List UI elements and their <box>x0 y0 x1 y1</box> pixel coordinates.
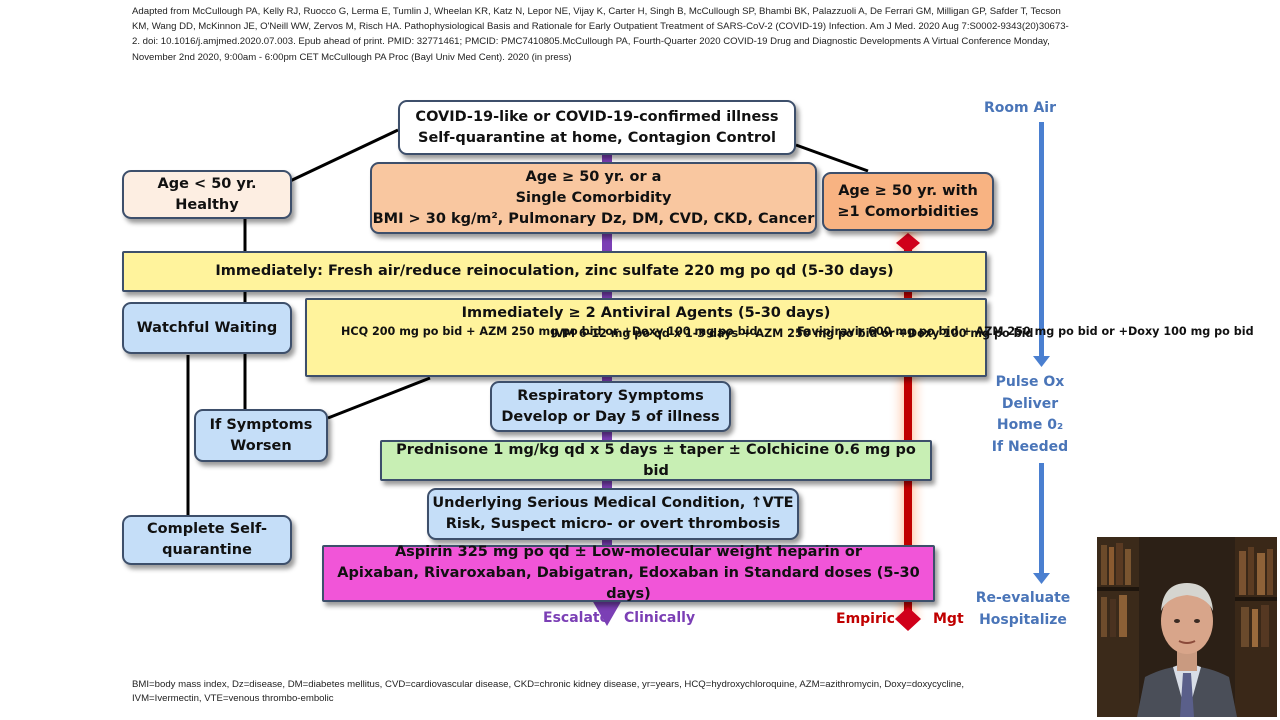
side-pulse-ox-line3: Home 0₂ <box>996 417 1064 433</box>
citation-text: Adapted from McCullough PA, Kelly RJ, Ru… <box>132 6 1069 63</box>
box-immediately-zinc-text: Immediately: Fresh air/reduce reinoculat… <box>215 263 894 279</box>
box-if-symptoms-worsen-line1: If Symptoms <box>209 416 313 433</box>
side-pulse-ox: Pulse Ox Deliver Home 0₂ If Needed <box>975 372 1085 458</box>
antiviral-ivm-regimen: IVM 6-12 mg po qd x 1-3 days + AZM 250 m… <box>551 326 1033 343</box>
side-pulse-ox-line1: Pulse Ox <box>995 374 1065 390</box>
box-covid-illness-line2: Self-quarantine at home, Contagion Contr… <box>418 129 776 146</box>
box-single-comorbidity-line2: Single Comorbidity <box>515 189 672 206</box>
side-arrow-shaft-1 <box>1039 122 1044 358</box>
box-if-symptoms-worsen: If Symptoms Worsen <box>194 409 328 462</box>
box-watchful-waiting-text: Watchful Waiting <box>136 319 278 336</box>
box-respiratory-symptoms: Respiratory Symptoms Develop or Day 5 of… <box>490 381 731 432</box>
side-reevaluate-line2: Hospitalize <box>979 611 1067 628</box>
side-reevaluate: Re-evaluate Hospitalize <box>972 588 1074 631</box>
antiviral-favipiravir-regimen: Favipiravir 600 mg po bid + AZM 250 mg p… <box>797 324 1254 341</box>
box-single-comorbidity-line3: BMI > 30 kg/m², Pulmonary Dz, DM, CVD, C… <box>372 210 815 227</box>
box-underlying-condition-line1: Underlying Serious Medical Condition, ↑V… <box>432 495 794 511</box>
box-respiratory-symptoms-line2: Develop or Day 5 of illness <box>501 408 720 425</box>
hcq-line1: HCQ 200 mg po bid <box>341 325 463 338</box>
escalate-arrowhead <box>592 600 622 626</box>
box-multi-comorbidities: Age ≥ 50 yr. with ≥1 Comorbidities <box>822 172 994 231</box>
connector-top-multi <box>795 143 869 173</box>
side-arrowhead-1 <box>1033 356 1050 367</box>
ivm-line1: IVM 6-12 mg po qd x 1-3 days <box>551 327 739 340</box>
side-pulse-ox-line4: If Needed <box>991 438 1069 455</box>
footnote-abbreviations: BMI=body mass index, Dz=disease, DM=diab… <box>132 679 965 705</box>
box-prednisone-text: Prednisone 1 mg/kg qd x 5 days ± taper ±… <box>396 441 916 479</box>
side-reevaluate-line1: Re-evaluate <box>975 590 1071 606</box>
empiric-arrow-shaft <box>904 245 912 613</box>
side-arrowhead-2 <box>1033 573 1050 584</box>
box-respiratory-symptoms-line1: Respiratory Symptoms <box>517 387 704 404</box>
box-aspirin-anticoagulation: Aspirin 325 mg po qd ± Low-molecular wei… <box>322 544 935 602</box>
box-multi-comorbidities-line2: ≥1 Comorbidities <box>837 203 979 220</box>
box-aspirin-line2: Apixaban, Rivaroxaban, Dabigatran, Edoxa… <box>337 565 920 602</box>
favipiravir-line1: Favipiravir 600 mg po bid <box>797 325 959 338</box>
box-single-comorbidity: Age ≥ 50 yr. or a Single Comorbidity BMI… <box>370 162 817 234</box>
empiric-diamond-top <box>896 233 920 253</box>
connector-worsen-respiratory <box>327 376 431 420</box>
box-prednisone: Prednisone 1 mg/kg qd x 5 days ± taper ±… <box>380 440 932 481</box>
label-empiric: Empiric <box>836 611 895 627</box>
box-multi-comorbidities-line1: Age ≥ 50 yr. with <box>838 182 978 199</box>
box-antiviral-agents-title: Immediately ≥ 2 Antiviral Agents (5-30 d… <box>461 305 831 321</box>
hcq-line2: + AZM 250 mg po bid or <box>466 325 619 338</box>
label-escalate: Escalate <box>543 610 610 626</box>
box-aspirin-line1: Aspirin 325 mg po qd ± Low-molecular wei… <box>394 544 863 560</box>
box-antiviral-agents: Immediately ≥ 2 Antiviral Agents (5-30 d… <box>305 298 987 377</box>
connector-top-young <box>287 128 399 184</box>
box-age-under-50-line1: Age < 50 yr. <box>157 175 257 192</box>
side-arrow-shaft-2 <box>1039 463 1044 575</box>
box-underlying-condition: Underlying Serious Medical Condition, ↑V… <box>427 488 799 540</box>
box-if-symptoms-worsen-line2: Worsen <box>230 437 292 454</box>
box-covid-illness: COVID-19-like or COVID-19-confirmed illn… <box>398 100 796 155</box>
box-age-under-50: Age < 50 yr. Healthy <box>122 170 292 219</box>
box-single-comorbidity-line1: Age ≥ 50 yr. or a <box>525 168 662 185</box>
presenter-video-image <box>1097 537 1277 717</box>
box-age-under-50-line2: Healthy <box>175 196 239 213</box>
ivm-line3: +Doxy 100 mg po bid <box>898 327 1034 340</box>
label-mgt: Mgt <box>933 611 964 627</box>
box-covid-illness-line1: COVID-19-like or COVID-19-confirmed illn… <box>415 108 779 125</box>
antiviral-hcq-regimen: HCQ 200 mg po bid + AZM 250 mg po bid or… <box>341 324 757 341</box>
side-room-air: Room Air <box>983 100 1057 116</box>
box-watchful-waiting: Watchful Waiting <box>122 302 292 354</box>
hcq-line3: +Doxy 100 mg po bid <box>622 325 758 338</box>
box-complete-self-quarantine: Complete Self- quarantine <box>122 515 292 565</box>
box-immediately-zinc: Immediately: Fresh air/reduce reinoculat… <box>122 251 987 292</box>
side-pulse-ox-line2: Deliver <box>1001 395 1059 412</box>
empiric-diamond-bottom <box>895 607 921 631</box>
ivm-line2: + AZM 250 mg po bid or <box>742 327 895 340</box>
box-complete-self-quarantine-line1: Complete Self- <box>146 521 268 537</box>
box-complete-self-quarantine-line2: quarantine <box>162 542 252 558</box>
presenter-webcam <box>1097 537 1277 717</box>
favipiravir-line3: +Doxy 100 mg po bid <box>1118 325 1254 338</box>
box-underlying-condition-line2: Risk, Suspect micro- or overt thrombosis <box>445 516 781 532</box>
favipiravir-line2: + AZM 250 mg po bid or <box>962 325 1115 338</box>
label-clinically: Clinically <box>624 610 696 626</box>
